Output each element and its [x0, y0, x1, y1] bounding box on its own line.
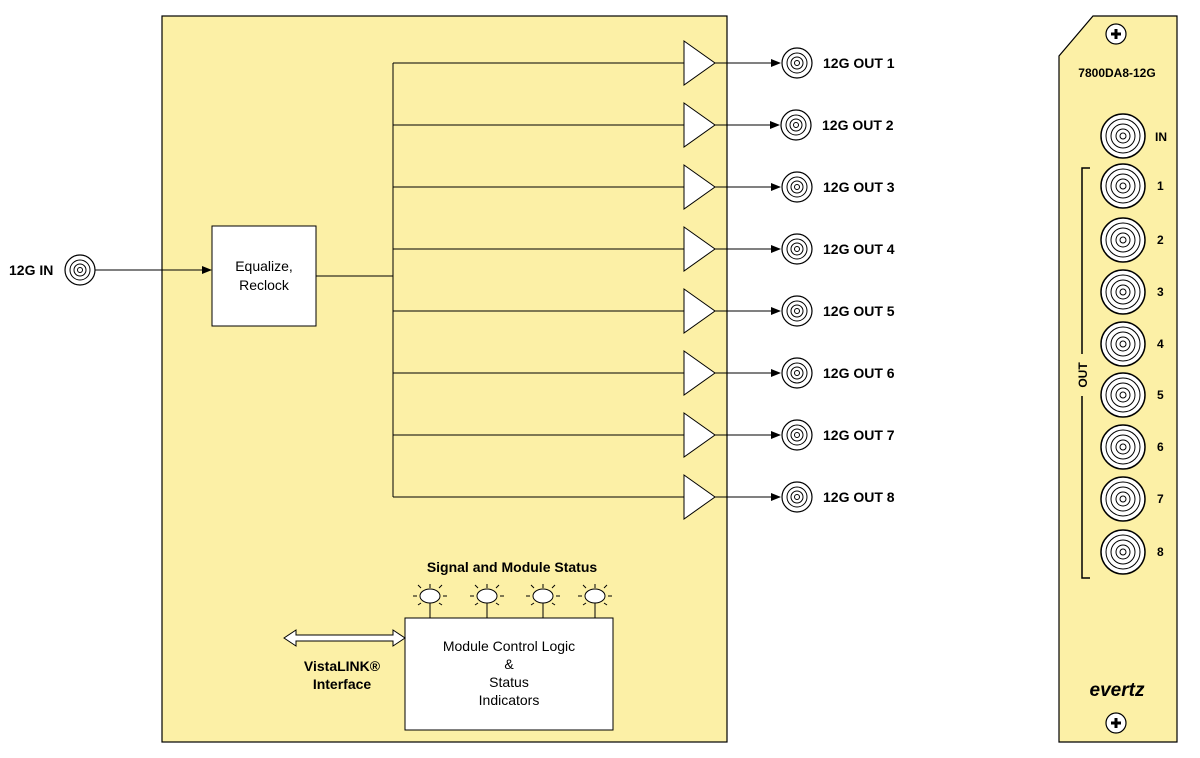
panel-out-number: 6 — [1157, 440, 1164, 454]
panel-out-bnc-icon — [1100, 163, 1146, 209]
top-screw-icon — [1105, 23, 1127, 45]
output-label: 12G OUT 2 — [822, 117, 894, 133]
amplifier-triangle-icon — [683, 164, 716, 210]
panel-out-number: 4 — [1157, 337, 1164, 351]
output-label: 12G OUT 3 — [823, 179, 895, 195]
panel-in-label: IN — [1155, 130, 1167, 144]
panel-out-label: OUT — [1076, 362, 1090, 388]
panel-out-bnc-icon — [1100, 269, 1146, 315]
output-bnc-icon — [781, 481, 813, 513]
panel-model: 7800DA8-12G — [1078, 66, 1155, 80]
control-line1: Module Control Logic — [443, 638, 575, 654]
panel-out-bnc-icon — [1100, 529, 1146, 575]
output-bnc-icon — [781, 47, 813, 79]
eq-label-line1: Equalize, — [235, 258, 293, 274]
output-bnc-icon — [781, 171, 813, 203]
panel-out-bnc-icon — [1100, 217, 1146, 263]
amplifier-triangle-icon — [683, 350, 716, 396]
output-label: 12G OUT 5 — [823, 303, 895, 319]
control-line4: Indicators — [479, 692, 540, 708]
output-bnc-icon — [781, 419, 813, 451]
vistalink-line2: Interface — [313, 676, 372, 692]
output-bnc-icon — [781, 295, 813, 327]
amplifier-triangle-icon — [683, 412, 716, 458]
amplifier-triangle-icon — [683, 288, 716, 334]
output-label: 12G OUT 4 — [823, 241, 895, 257]
panel-out-bnc-icon — [1100, 321, 1146, 367]
output-bnc-icon — [781, 233, 813, 265]
status-led-icon — [470, 584, 504, 618]
amplifier-triangle-icon — [683, 474, 716, 520]
panel-out-number: 1 — [1157, 179, 1164, 193]
output-label: 12G OUT 6 — [823, 365, 895, 381]
module-control-block — [404, 617, 614, 731]
status-led-icon — [578, 584, 612, 618]
status-title: Signal and Module Status — [427, 559, 598, 575]
output-bnc-icon — [780, 109, 812, 141]
output-label: 12G OUT 1 — [823, 55, 895, 71]
equalize-reclock-block — [211, 225, 317, 327]
panel-out-bnc-icon — [1100, 476, 1146, 522]
status-led-icon — [413, 584, 447, 618]
bottom-screw-icon — [1105, 712, 1127, 734]
evertz-logo: evertz — [1090, 680, 1145, 701]
panel-in-bnc-icon — [1100, 113, 1146, 159]
panel-out-number: 5 — [1157, 388, 1164, 402]
control-line2: & — [504, 656, 514, 672]
output-label: 12G OUT 8 — [823, 489, 895, 505]
control-line3: Status — [489, 674, 529, 690]
amplifier-triangle-icon — [683, 102, 716, 148]
vistalink-line1: VistaLINK® — [304, 658, 381, 674]
panel-out-number: 2 — [1157, 233, 1164, 247]
panel-out-bnc-icon — [1100, 424, 1146, 470]
output-label: 12G OUT 7 — [823, 427, 895, 443]
amplifier-triangle-icon — [683, 40, 716, 86]
eq-label-line2: Reclock — [239, 277, 290, 293]
out-bracket-gap — [1076, 354, 1088, 396]
panel-out-number: 7 — [1157, 492, 1164, 506]
output-bnc-icon — [781, 357, 813, 389]
status-led-icon — [526, 584, 560, 618]
panel-out-number: 8 — [1157, 545, 1164, 559]
input-label: 12G IN — [9, 262, 53, 278]
amplifier-triangle-icon — [683, 226, 716, 272]
input-bnc-icon — [64, 254, 96, 286]
vistalink-double-arrow-icon — [283, 629, 406, 647]
panel-out-number: 3 — [1157, 285, 1164, 299]
panel-out-bnc-icon — [1100, 372, 1146, 418]
